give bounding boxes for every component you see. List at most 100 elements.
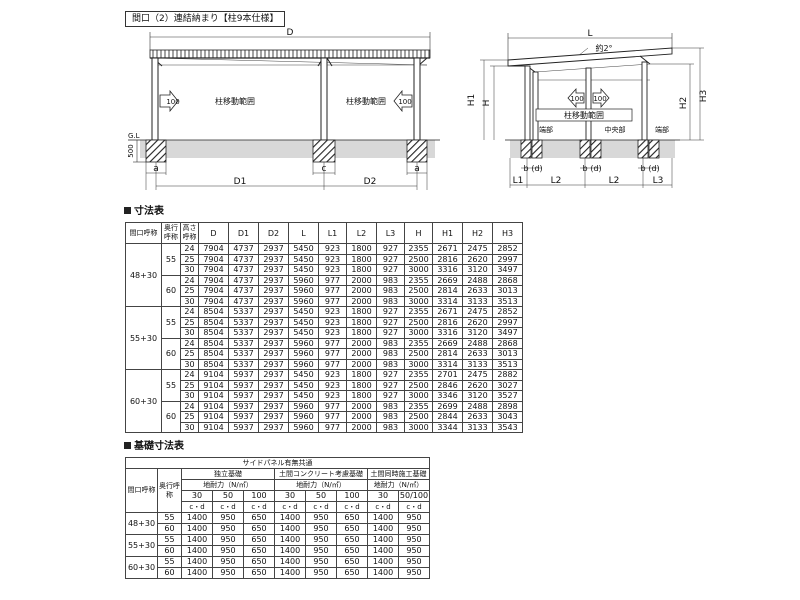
- value-cell: 30: [180, 327, 199, 339]
- bearing-value: 50: [212, 490, 244, 502]
- header-cell: D2: [258, 222, 289, 244]
- value-cell: 5960: [288, 411, 319, 423]
- depth-cell: 60: [157, 567, 182, 579]
- value-cell: 950: [305, 512, 337, 524]
- dim-L2-b: L2: [609, 176, 620, 186]
- side-arrow-right-icon: [592, 87, 610, 109]
- value-cell: 977: [318, 337, 347, 349]
- value-cell: 5450: [288, 243, 319, 255]
- value-cell: 2882: [492, 369, 523, 381]
- footing-left: [145, 139, 167, 163]
- value-cell: 923: [318, 306, 347, 318]
- value-cell: 2633: [462, 411, 493, 423]
- value-cell: 2669: [432, 274, 463, 286]
- value-cell: 2000: [346, 295, 377, 307]
- value-cell: 3000: [404, 295, 433, 307]
- dim-d-3: (d): [648, 164, 659, 173]
- value-cell: 950: [398, 512, 430, 524]
- bearing-value: 30: [367, 490, 399, 502]
- value-cell: 9104: [198, 421, 229, 433]
- value-cell: 2937: [258, 316, 289, 328]
- value-cell: 3316: [432, 264, 463, 276]
- col-depth-header: 奥行呼称: [157, 468, 182, 513]
- value-cell: 2852: [492, 306, 523, 318]
- value-cell: 3133: [462, 421, 493, 433]
- value-cell: 2701: [432, 369, 463, 381]
- value-cell: 950: [212, 534, 244, 546]
- value-cell: 2488: [462, 337, 493, 349]
- value-cell: 1800: [346, 253, 377, 265]
- dim-D-label: D: [287, 28, 294, 38]
- header-cell: D: [198, 222, 229, 244]
- value-cell: 8504: [198, 327, 229, 339]
- value-cell: 5960: [288, 285, 319, 297]
- value-cell: 9104: [198, 379, 229, 391]
- value-cell: 5337: [228, 306, 259, 318]
- foundation-table: サイドパネル有無共通 間口呼称 奥行呼称 独立基礎 土間コンクリート考慮基礎 土…: [125, 457, 430, 579]
- value-cell: 2937: [258, 358, 289, 370]
- value-cell: 1400: [367, 523, 399, 535]
- cd-cell: c・d: [305, 501, 337, 513]
- value-cell: 923: [318, 327, 347, 339]
- value-cell: 983: [376, 348, 405, 360]
- side-arrow-left-icon: [567, 87, 585, 109]
- dim-H2: H2: [679, 97, 689, 110]
- type-independent: 独立基礎: [181, 468, 275, 480]
- value-cell: 2620: [462, 316, 493, 328]
- header-cell: L: [288, 222, 319, 244]
- value-cell: 5450: [288, 264, 319, 276]
- value-cell: 1400: [181, 556, 213, 568]
- value-cell: 3344: [432, 421, 463, 433]
- value-cell: 3120: [462, 264, 493, 276]
- value-cell: 2000: [346, 285, 377, 297]
- header-cell: L3: [376, 222, 405, 244]
- side-post-4: [641, 61, 648, 141]
- value-cell: 3497: [492, 327, 523, 339]
- value-cell: 5937: [228, 400, 259, 412]
- dim-D1: D1: [234, 177, 247, 187]
- side-post-3: [585, 67, 592, 141]
- value-cell: 2355: [404, 400, 433, 412]
- value-cell: 5937: [228, 411, 259, 423]
- value-cell: 983: [376, 337, 405, 349]
- value-cell: 927: [376, 243, 405, 255]
- depth-cell: 60: [157, 523, 182, 535]
- value-cell: 2937: [258, 337, 289, 349]
- value-cell: 3000: [404, 327, 433, 339]
- value-cell: 1400: [181, 545, 213, 557]
- value-cell: 2488: [462, 400, 493, 412]
- value-cell: 950: [212, 545, 244, 557]
- value-cell: 3133: [462, 295, 493, 307]
- value-cell: 3133: [462, 358, 493, 370]
- value-cell: 650: [336, 512, 368, 524]
- dim-b-3: b: [640, 164, 645, 173]
- value-cell: 1400: [274, 523, 306, 535]
- value-cell: 5450: [288, 379, 319, 391]
- value-cell: 4737: [228, 243, 259, 255]
- side-post-2: [532, 71, 539, 141]
- value-cell: 1400: [274, 545, 306, 557]
- value-cell: 1400: [367, 534, 399, 546]
- value-cell: 2898: [492, 400, 523, 412]
- value-cell: 2844: [432, 411, 463, 423]
- value-cell: 2937: [258, 274, 289, 286]
- width-cell: 60+30: [125, 369, 162, 433]
- dim-a-right: a: [414, 164, 420, 174]
- value-cell: 650: [243, 534, 275, 546]
- depth-cell: 60: [161, 337, 181, 370]
- value-cell: 3497: [492, 264, 523, 276]
- depth-cell: 55: [161, 306, 181, 339]
- value-cell: 977: [318, 411, 347, 423]
- value-cell: 1400: [181, 512, 213, 524]
- value-cell: 1400: [367, 545, 399, 557]
- value-cell: 2814: [432, 285, 463, 297]
- footing-center: [312, 139, 336, 163]
- value-cell: 650: [336, 545, 368, 557]
- value-cell: 3346: [432, 390, 463, 402]
- value-cell: 3000: [404, 264, 433, 276]
- dim-L-label: L: [587, 29, 592, 39]
